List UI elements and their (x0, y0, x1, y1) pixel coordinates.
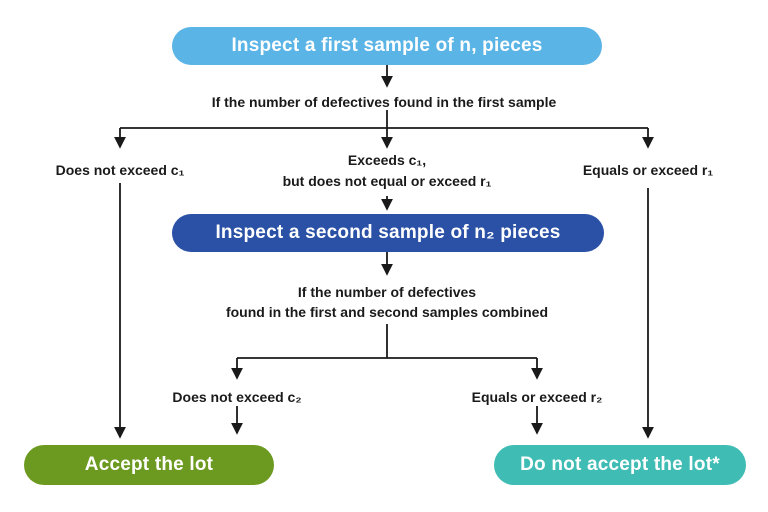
label-branch1-right: Equals or exceed r₁ (582, 162, 714, 178)
node-first-sample: Inspect a first sample of n, pieces (172, 27, 602, 65)
label-second-question-line2: found in the first and second samples co… (225, 304, 549, 320)
label-branch1-middle: Exceeds c₁, but does not equal or exceed… (237, 150, 537, 192)
node-second-sample: Inspect a second sample of n₂ pieces (172, 214, 604, 252)
label-branch2-right: Equals or exceed r₂ (471, 389, 603, 405)
node-reject-lot: Do not accept the lot* (494, 445, 746, 485)
label-second-question: If the number of defectives found in the… (87, 282, 687, 322)
label-second-question-line1: If the number of defectives (297, 284, 477, 300)
label-branch1-middle-line1: Exceeds c₁, (347, 152, 427, 168)
label-branch1-left: Does not exceed c₁ (55, 162, 185, 178)
label-branch1-middle-line2: but does not equal or exceed r₁ (282, 173, 492, 189)
node-accept-lot: Accept the lot (24, 445, 274, 485)
label-branch2-left: Does not exceed c₂ (172, 389, 302, 405)
label-first-question: If the number of defectives found in the… (211, 94, 557, 110)
